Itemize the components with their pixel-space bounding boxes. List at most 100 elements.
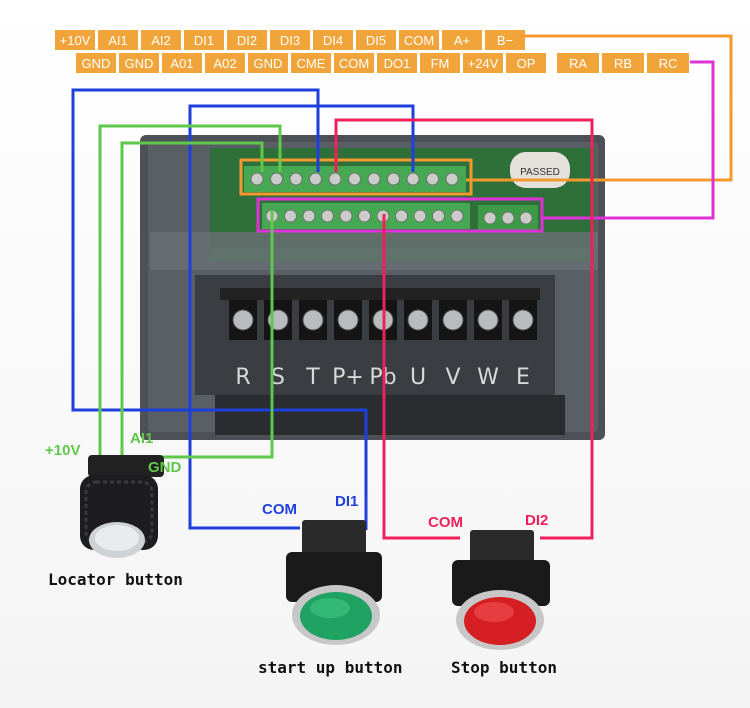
highlight-bottom-terminals xyxy=(256,197,544,233)
power-screw xyxy=(442,309,464,331)
terminal-bottom-label: +24V xyxy=(468,56,499,71)
start-label-di1: DI1 xyxy=(335,493,358,510)
caption-locator-button: Locator button xyxy=(48,570,183,589)
terminal-screw xyxy=(445,172,459,186)
terminal-top-label: DI5 xyxy=(366,33,386,48)
terminal-top-label: DI3 xyxy=(280,33,300,48)
wire-blue-com xyxy=(188,104,415,530)
wire-green-ai1 xyxy=(120,141,264,455)
stop-label-di2: DI2 xyxy=(525,512,548,529)
stop-button-device[interactable] xyxy=(452,530,550,650)
power-terminal-label: E xyxy=(516,365,530,390)
terminal-bottom-label: DO1 xyxy=(384,56,411,71)
terminal-screw xyxy=(289,172,303,186)
terminal-top-cell xyxy=(399,30,439,50)
terminal-top-cell xyxy=(442,30,482,50)
terminal-top-cell xyxy=(141,30,181,50)
terminal-screw xyxy=(284,209,297,223)
terminal-bottom-label: A01 xyxy=(170,56,193,71)
terminal-screw xyxy=(413,209,427,223)
terminal-top-label: +10V xyxy=(60,33,91,48)
terminal-bottom-label: GND xyxy=(125,56,154,71)
start-button-device[interactable] xyxy=(286,520,382,645)
relay-screw xyxy=(501,211,515,225)
terminal-screw xyxy=(250,172,264,186)
power-screw xyxy=(512,309,534,331)
terminal-screw xyxy=(309,172,322,186)
highlight-top-terminals xyxy=(239,158,473,196)
terminal-bottom-cell xyxy=(119,53,159,73)
pot-label-gnd: GND xyxy=(148,459,182,476)
terminal-bottom-cell xyxy=(248,53,288,73)
pot-label-ai1: AI1 xyxy=(130,430,153,447)
stop-cap-highlight xyxy=(474,602,514,622)
locator-potentiometer[interactable] xyxy=(80,455,164,558)
terminal-bottom-label: A02 xyxy=(213,56,236,71)
stop-mount xyxy=(452,560,550,606)
terminal-top-label: AI1 xyxy=(108,33,128,48)
housing-rib xyxy=(150,232,598,270)
terminal-top-label: AI2 xyxy=(151,33,171,48)
terminal-screw xyxy=(367,172,381,186)
terminal-bottom-label: GND xyxy=(254,56,283,71)
terminal-top-cell xyxy=(227,30,267,50)
pot-label-10v: +10V xyxy=(45,442,80,459)
terminal-top-cell xyxy=(98,30,138,50)
terminal-screw xyxy=(339,209,353,223)
terminal-top-label: A+ xyxy=(454,33,470,48)
control-terminals xyxy=(244,166,533,229)
terminal-top-cell xyxy=(485,30,525,50)
power-terminal-label: R xyxy=(235,365,250,390)
power-terminal-label: U xyxy=(410,365,426,390)
power-screws xyxy=(229,300,537,340)
terminal-bottom-label: GND xyxy=(82,56,111,71)
terminal-screw xyxy=(348,172,361,186)
power-terminal-label: S xyxy=(271,365,285,390)
wire-green-gnd xyxy=(158,210,274,459)
stop-contact-block xyxy=(470,530,534,566)
power-screw xyxy=(302,309,324,331)
wires xyxy=(71,34,733,540)
power-terminal-label: T xyxy=(305,365,320,390)
terminal-bottom-cell xyxy=(162,53,202,73)
terminal-screw xyxy=(328,172,342,186)
terminal-screw xyxy=(302,209,316,223)
power-terminal-label: P+ xyxy=(332,365,364,390)
pot-base xyxy=(88,455,164,477)
vent-area xyxy=(215,395,565,435)
terminal-bottom-label: COM xyxy=(339,56,369,71)
terminal-screw xyxy=(395,209,408,223)
terminal-top-label: DI1 xyxy=(194,33,214,48)
terminal-screw xyxy=(450,209,464,223)
terminal-bottom-label: CME xyxy=(297,56,326,71)
terminal-bottom-cell xyxy=(420,53,460,73)
power-terminal-rail xyxy=(220,288,540,300)
terminal-bottom-cell xyxy=(205,53,245,73)
terminal-screw xyxy=(358,209,371,223)
power-screw xyxy=(232,309,254,331)
terminal-bottom-cell xyxy=(334,53,374,73)
relay-label: RB xyxy=(614,56,632,71)
terminal-bottom-cell xyxy=(76,53,116,73)
terminal-screw xyxy=(270,172,283,186)
relay-screw xyxy=(519,211,533,225)
start-label-com: COM xyxy=(262,501,297,518)
power-terminal-label: W xyxy=(477,365,499,390)
relay-screw xyxy=(483,211,497,225)
wire-red-com xyxy=(382,214,460,540)
passed-sticker-text: PASSED xyxy=(520,167,560,178)
wire-green-10v xyxy=(98,124,282,470)
terminal-screw xyxy=(321,209,334,223)
wire-magenta xyxy=(542,60,715,220)
terminal-bottom-label: OP xyxy=(517,56,536,71)
relay-label: RA xyxy=(569,56,587,71)
terminal-screw xyxy=(426,172,439,186)
terminal-screw xyxy=(387,172,400,186)
terminal-bottom-cell xyxy=(291,53,331,73)
terminal-bottom-cell xyxy=(506,53,546,73)
relay-label: RC xyxy=(659,56,678,71)
terminal-top-cell xyxy=(313,30,353,50)
